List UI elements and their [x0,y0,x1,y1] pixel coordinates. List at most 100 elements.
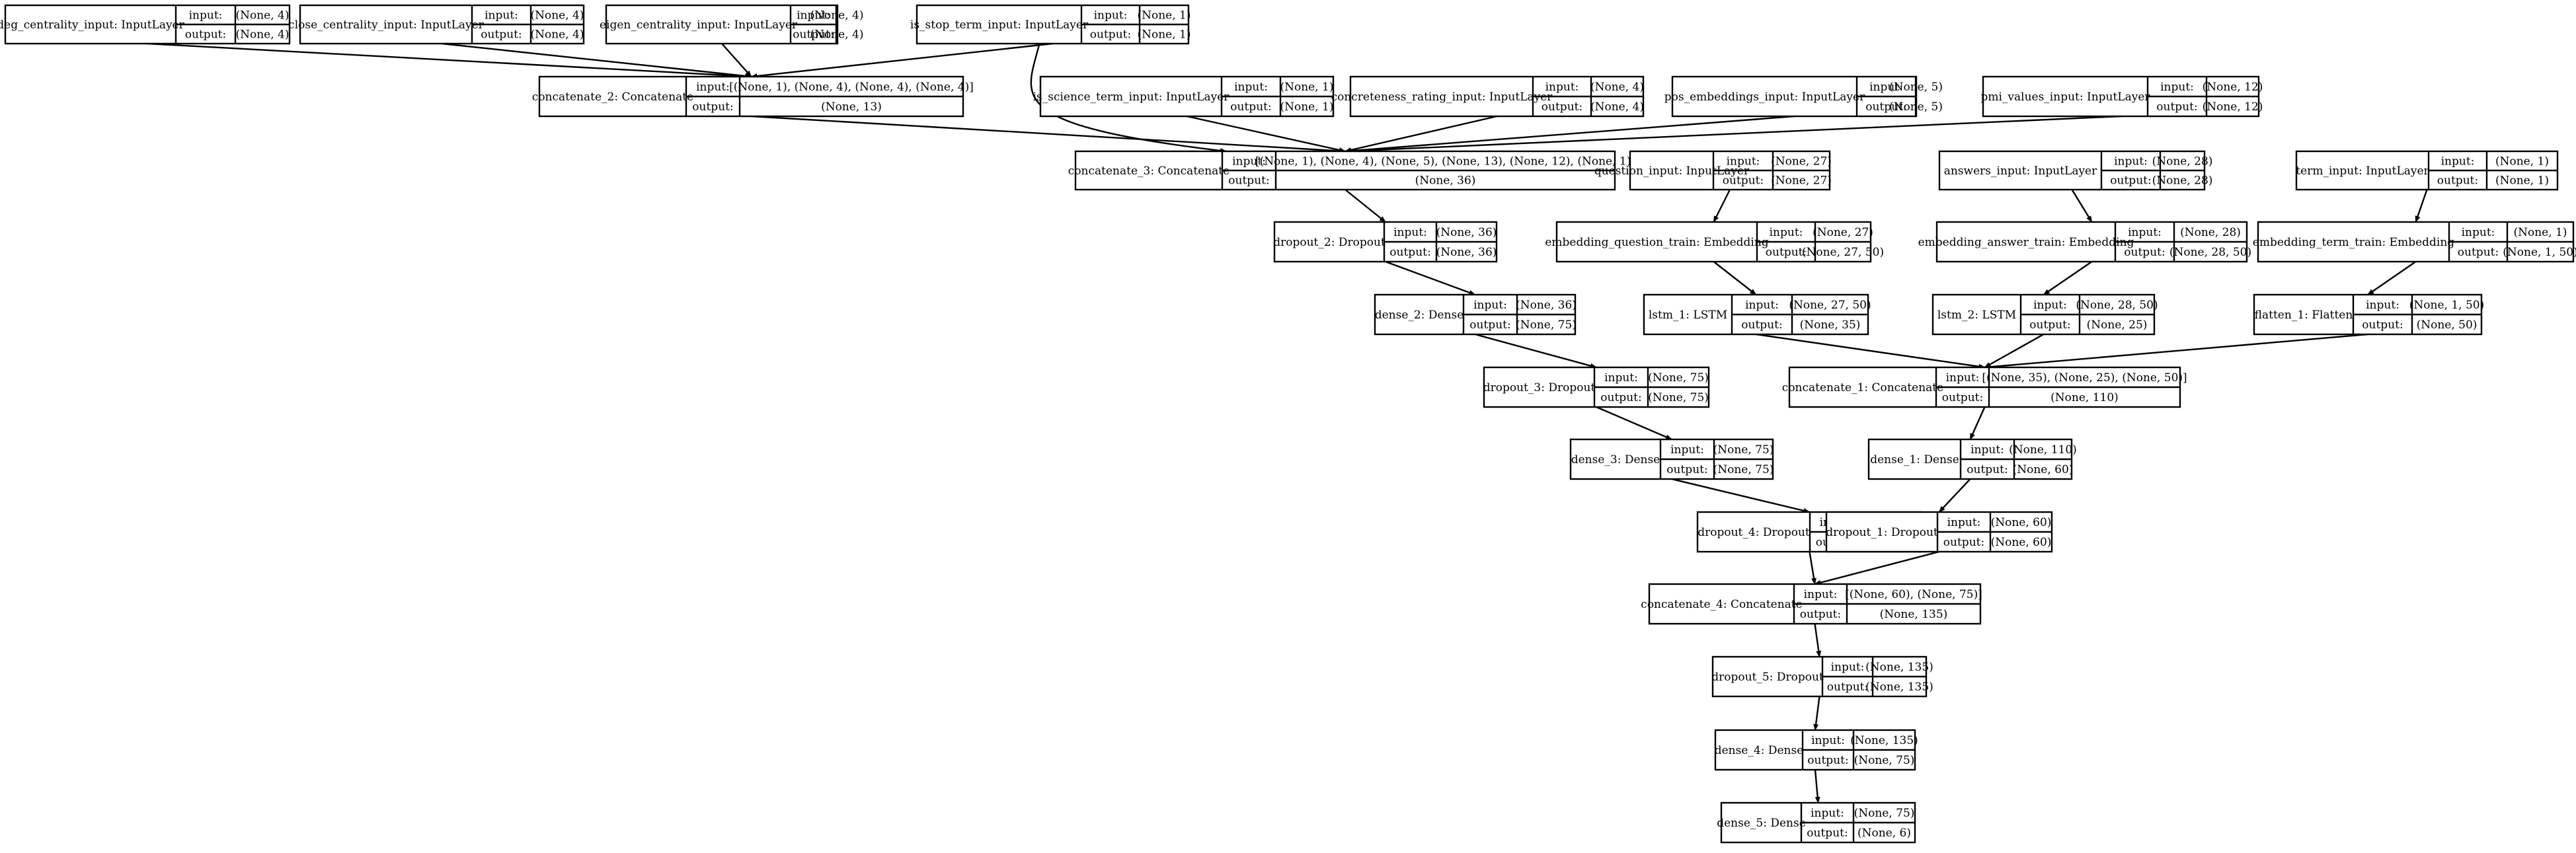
input-label: input: [1770,226,1803,239]
input-label: input: [1804,588,1838,601]
input-label: input: [1811,807,1844,820]
edge-embedding-question-train-to-lstm-1 [1713,261,1757,295]
input-shape: (None, 4) [810,9,863,22]
edge-concreteness-rating-input-to-concatenate-3 [1345,115,1497,153]
layer-node-term-input: term_input: InputLayerinput:output:(None… [2295,150,2559,191]
edge-question-input-to-embedding-question-train [1713,189,1731,223]
output-shape: (None, 28, 50) [2169,246,2251,259]
layer-name: dropout_3: Dropout [1483,381,1596,394]
input-label: input: [696,81,730,94]
output-label: output: [1228,174,1269,188]
edge-concatenate-4-to-dropout-5 [1814,623,1822,657]
output-label: output: [185,28,226,42]
input-shape: (None, 27) [1771,155,1832,168]
layer-node-pmi-values-input: pmi_values_input: InputLayerinput:output… [1980,75,2263,118]
layer-node-close-centrality-input: close_centrality_input: InputLayerinput:… [288,4,585,45]
layer-node-pos-embeddings-input: pos_embeddings_input: InputLayerinput:ou… [1664,75,1943,118]
input-shape: (None, 135) [1850,734,1918,747]
input-label: input: [1234,81,1268,94]
output-shape: (None, 50) [2417,318,2478,332]
output-label: output: [1666,463,1707,476]
layer-node-concatenate-1: concatenate_1: Concatenateinput:output:[… [1782,366,2187,408]
output-shape: (None, 75) [1854,754,1915,767]
layer-node-is-stop-term-input: is_stop_term_input: InputLayerinput:outp… [910,4,1191,45]
output-label: output: [1469,318,1510,332]
layer-name: dropout_4: Dropout [1698,526,1810,539]
output-label: output: [1766,246,1807,259]
output-shape: (None, 36) [1415,174,1476,188]
layer-name: dropout_2: Dropout [1273,236,1386,249]
edge-term-input-to-embedding-term-train [2415,189,2428,223]
layer-name: lstm_1: LSTM [1649,309,1727,322]
layer-node-answers-input: answers_input: InputLayerinput:output:(N… [1938,150,2212,191]
edge-close-centrality-input-to-concatenate-2 [442,42,752,79]
edge-concatenate-1-to-dense-1 [1969,406,1986,440]
nodes-layer: deg_centrality_input: InputLayer input: ou… [0,4,2576,844]
input-label: input: [1869,81,1903,94]
input-shape: (None, 60) [1991,516,2052,529]
output-shape: (None, 75) [1648,391,1709,404]
output-label: output: [1800,608,1841,621]
input-shape: (None, 75) [1713,443,1774,457]
input-shape: [(None, 1), (None, 4), (None, 4), (None,… [729,81,974,94]
edge-flatten-1-to-concatenate-1 [1984,333,2368,370]
output-label: output: [1807,754,1848,767]
input-shape: (None, 110) [2009,443,2077,457]
input-label: input: [1393,226,1427,239]
input-label: input: [1727,155,1760,168]
input-shape: (None, 135) [1865,661,1933,674]
layer-node-concreteness-rating-input: concreteness_rating_input: InputLayerinp… [1331,75,1645,118]
edge-is-stop-term-input-to-concatenate-2 [750,42,1053,79]
output-shape: (None, 25) [2087,318,2148,332]
output-shape: (None, 4) [810,28,863,42]
layer-name: embedding_question_train: Embedding [1545,236,1768,249]
layer-name: dense_4: Dense [1715,744,1804,757]
input-shape: (None, 1, 50) [2409,299,2484,312]
input-shape: (None, 4) [235,9,289,22]
layer-name: is_science_term_input: InputLayer [1033,91,1230,104]
layer-name: concatenate_3: Concatenate [1068,165,1229,178]
input-label: input: [2160,81,2194,94]
edge-dropout-4-to-concatenate-4 [1809,551,1816,585]
input-shape: (None, 28, 50) [2076,299,2158,312]
output-shape: (None, 1) [1137,28,1190,42]
edge-lstm-1-to-concatenate-1 [1756,333,1986,369]
input-label: input: [1232,155,1266,168]
output-label: output: [481,28,522,42]
layer-node-is-science-term-input: is_science_term_input: InputLayerinput:o… [1033,75,1335,118]
input-label: input: [1831,661,1865,674]
output-shape: (None, 36) [1436,246,1497,259]
input-shape: (None, 75) [1854,807,1915,820]
input-label: input: [2033,299,2067,312]
layer-name: eigen_centrality_input: InputLayer [600,19,798,32]
output-shape: (None, 135) [1880,608,1948,621]
edge-dropout-5-to-dense-4 [1813,696,1820,731]
output-label: output: [1600,391,1641,404]
input-shape: (None, 12) [2203,81,2263,94]
layer-name: embedding_answer_train: Embedding [1918,236,2134,249]
output-shape: (None, 4) [530,28,584,42]
input-label: input: [2462,226,2495,239]
layer-node-question-input: question_input: InputLayerinput:output:(… [1594,150,1832,191]
input-shape: (None, 28) [2180,226,2241,239]
output-shape: (None, 1) [2495,174,2549,188]
layer-name: dense_1: Dense [1870,453,1959,466]
layer-name: deg_centrality_input: InputLayer [0,19,185,32]
layer-name: dense_3: Dense [1571,453,1660,466]
output-label: output: [1942,391,1983,404]
output-label: output: [1967,463,2008,476]
input-shape: [(None, 35), (None, 25), (None, 50)] [1982,371,2187,385]
edge-pmi-values-input-to-concatenate-3 [1345,115,2121,154]
input-label: input: [1473,299,1507,312]
output-label: output: [1827,681,1868,694]
input-shape: [(None, 1), (None, 4), (None, 5), (None,… [1255,155,1635,168]
input-shape: (None, 1) [1137,9,1190,22]
edge-dropout-3-to-dense-3 [1596,406,1672,441]
